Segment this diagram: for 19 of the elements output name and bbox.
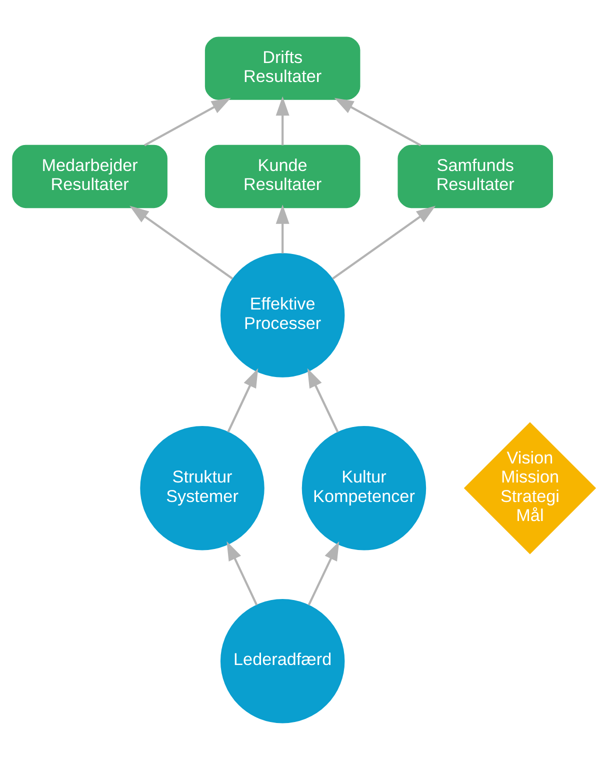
node-diamond: Vision Mission Strategi Mål — [464, 422, 596, 554]
node-box: Drifts Resultater — [204, 36, 360, 100]
arrow — [332, 206, 436, 280]
arrow — [308, 541, 340, 606]
node-circle: Effektive Processer — [220, 253, 345, 378]
arrow — [144, 98, 231, 146]
node-box: Kunde Resultater — [204, 144, 360, 208]
node-box: Medarbejder Resultater — [12, 144, 168, 208]
arrow — [307, 368, 339, 433]
node-circle: Lederadfærd — [220, 599, 345, 724]
arrow — [276, 96, 290, 146]
arrow — [276, 204, 290, 254]
arrow — [226, 541, 258, 606]
node-circle: Struktur Systemer — [140, 426, 264, 550]
arrow — [130, 206, 234, 280]
arrow — [227, 368, 258, 433]
arrow — [334, 98, 422, 146]
node-circle: Kultur Kompetencer — [302, 426, 426, 550]
node-box: Samfunds Resultater — [398, 144, 553, 208]
